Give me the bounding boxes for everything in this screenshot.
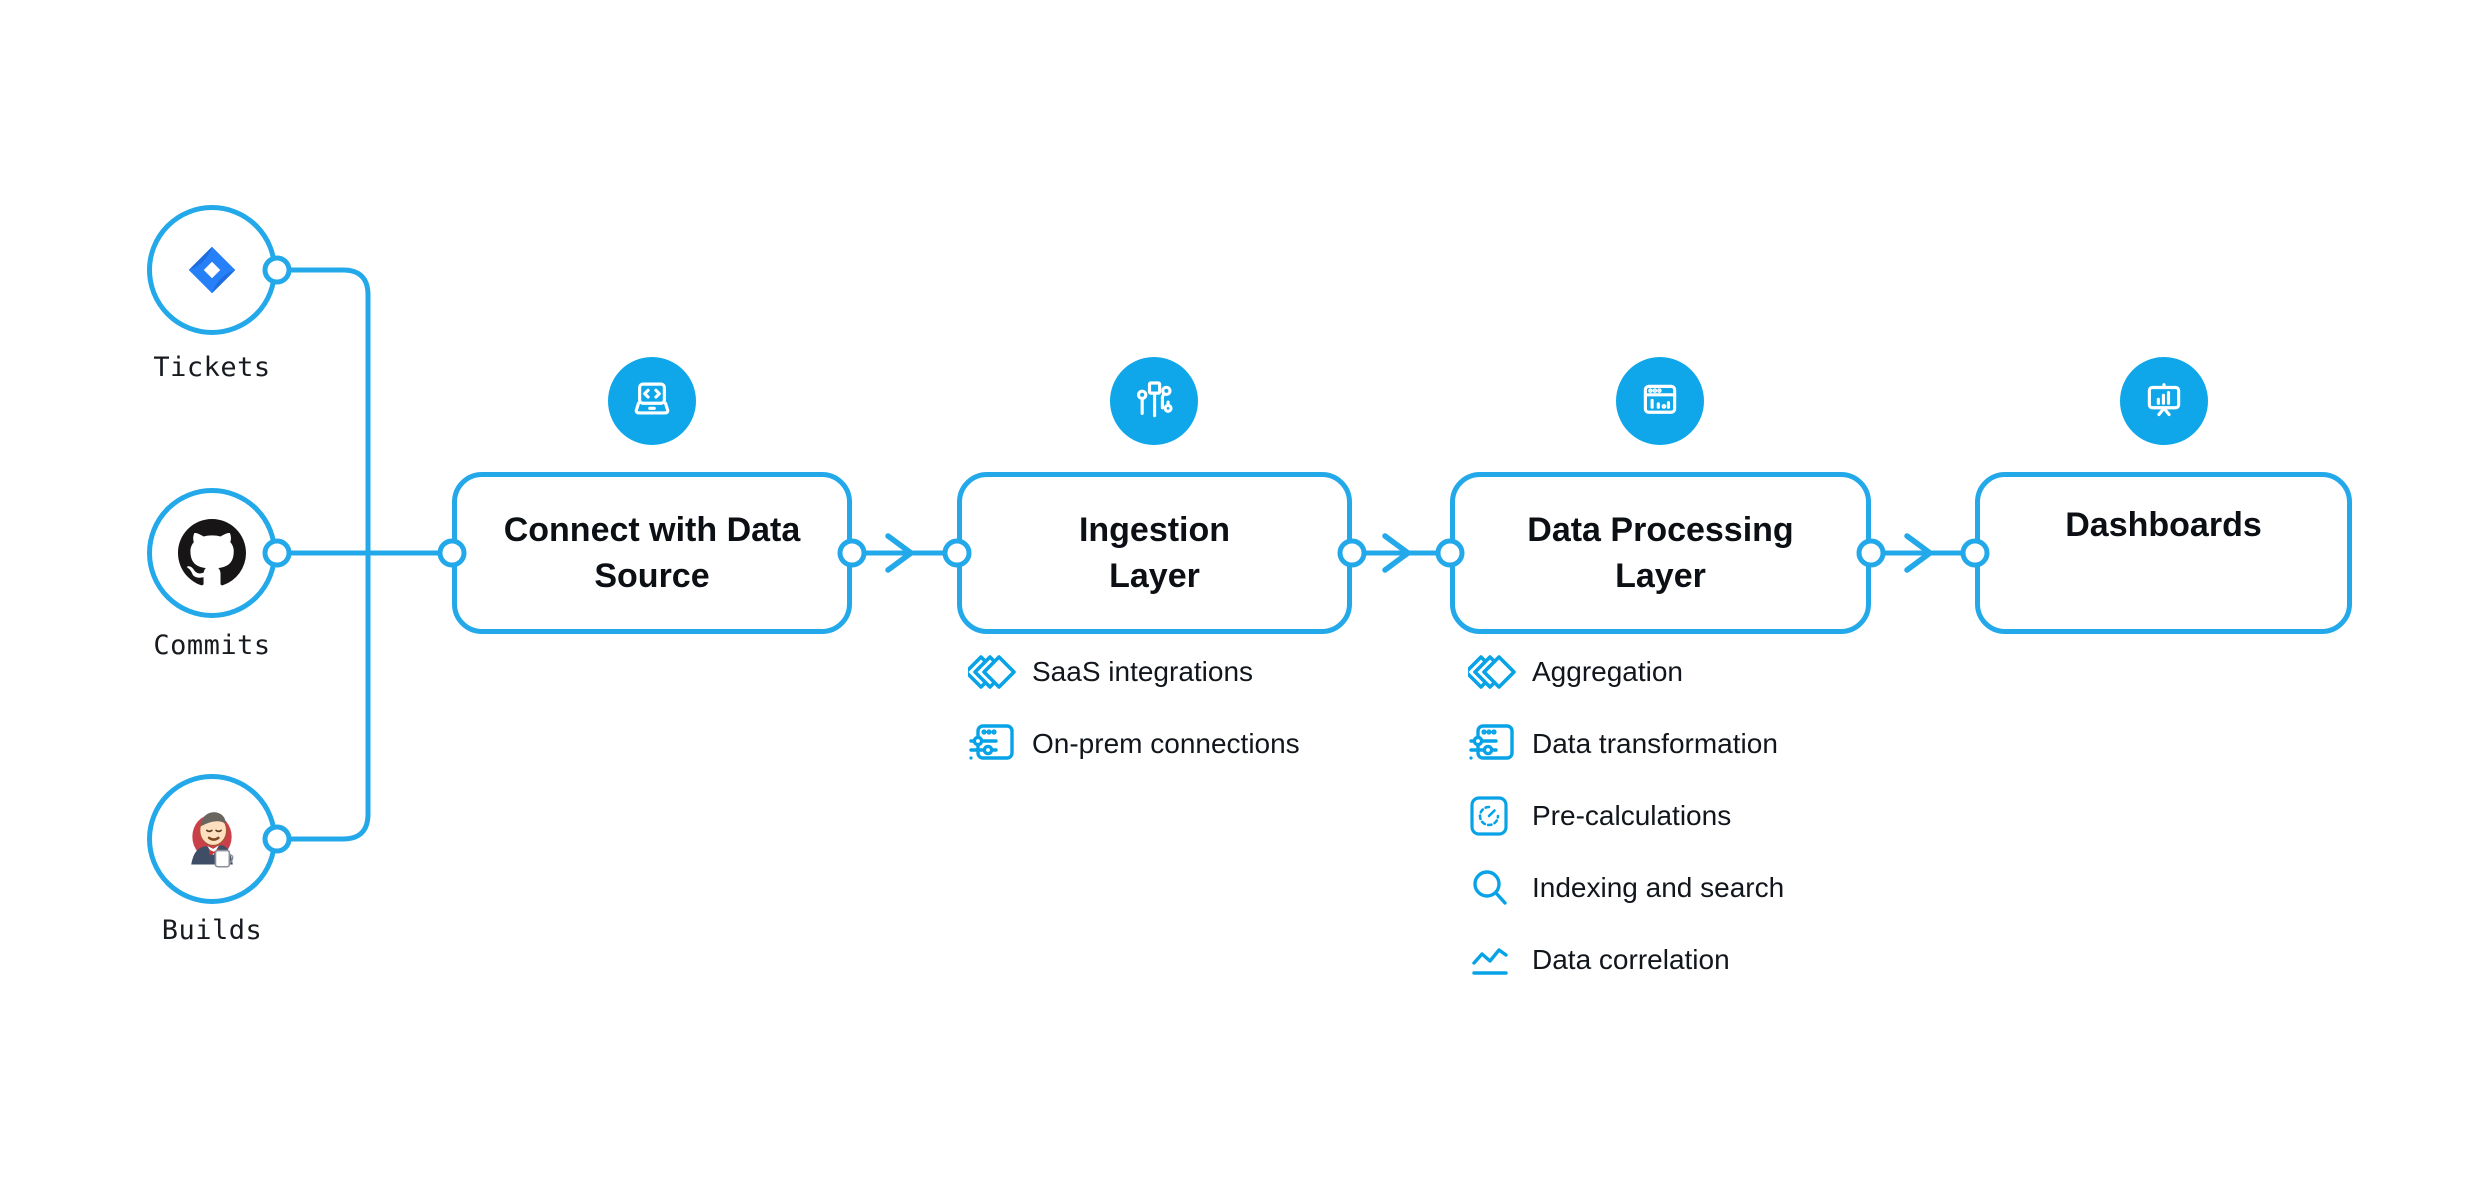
box-title: Ingestion Layer — [1078, 510, 1231, 595]
jira-icon — [188, 246, 236, 294]
box-title: Data Processing Layer — [1527, 510, 1794, 595]
list-item-label: Indexing and search — [1532, 872, 1785, 903]
flow-box-connect-with-data-source: Connect with Data Source — [452, 472, 852, 634]
search-icon — [1468, 867, 1520, 909]
list-item: SaaS integrations — [968, 650, 1300, 694]
list-item-label: On-prem connections — [1032, 728, 1300, 759]
list-item-label: Data correlation — [1532, 944, 1730, 975]
gauge-icon — [1468, 795, 1520, 837]
circuit-icon — [1137, 381, 1173, 418]
box-title: Dashboards — [2065, 505, 2262, 544]
presentation-chart-icon — [2147, 383, 2181, 417]
source-label-tickets: Tickets — [153, 352, 271, 383]
flow-box-data-processing-layer: Data Processing Layer — [1450, 472, 1871, 634]
list-item-label: Pre-calculations — [1532, 800, 1732, 831]
source-label-builds: Builds — [161, 915, 263, 946]
wire-builds-to-bus — [285, 550, 371, 842]
list-item: Aggregation — [1468, 650, 1784, 694]
list-item-label: SaaS integrations — [1032, 656, 1254, 687]
box-title: Connect with Data Source — [503, 510, 801, 595]
source-node-builds — [147, 774, 277, 904]
list-item-label: Aggregation — [1532, 656, 1684, 687]
source-node-tickets — [147, 205, 277, 335]
arrowhead-icon — [885, 533, 914, 573]
window-sliders-icon — [1468, 723, 1520, 765]
flow-box-ingestion-layer: Ingestion Layer — [957, 472, 1352, 634]
list-item: Data transformation — [1468, 722, 1784, 766]
ingestion-feature-list: SaaS integrations On-prem connections — [968, 650, 1300, 794]
arrowhead-icon — [1382, 533, 1411, 573]
badge-processing — [1616, 357, 1704, 445]
github-icon — [178, 519, 246, 586]
source-label-commits: Commits — [153, 630, 271, 661]
window-sliders-icon — [968, 723, 1020, 765]
window-chart-icon — [1643, 384, 1677, 414]
list-item-label: Data transformation — [1532, 728, 1778, 759]
source-node-commits — [147, 488, 277, 618]
stacked-diamonds-icon — [968, 652, 1020, 692]
stacked-diamonds-icon — [1468, 652, 1520, 692]
line-chart-icon — [1468, 939, 1520, 981]
badge-dashboards — [2120, 357, 2208, 445]
jenkins-icon — [191, 812, 234, 868]
list-item: Indexing and search — [1468, 866, 1784, 910]
laptop-code-icon — [634, 382, 670, 415]
list-item: Pre-calculations — [1468, 794, 1784, 838]
badge-connect — [608, 357, 696, 445]
badge-ingestion — [1110, 357, 1198, 445]
list-item: On-prem connections — [968, 722, 1300, 766]
arrowhead-icon — [1904, 533, 1933, 573]
wire-tickets-to-bus — [285, 267, 371, 556]
list-item: Data correlation — [1468, 938, 1784, 982]
processing-feature-list: Aggregation Data transformation — [1468, 650, 1784, 1010]
flow-box-dashboards: Dashboards — [1975, 472, 2352, 634]
